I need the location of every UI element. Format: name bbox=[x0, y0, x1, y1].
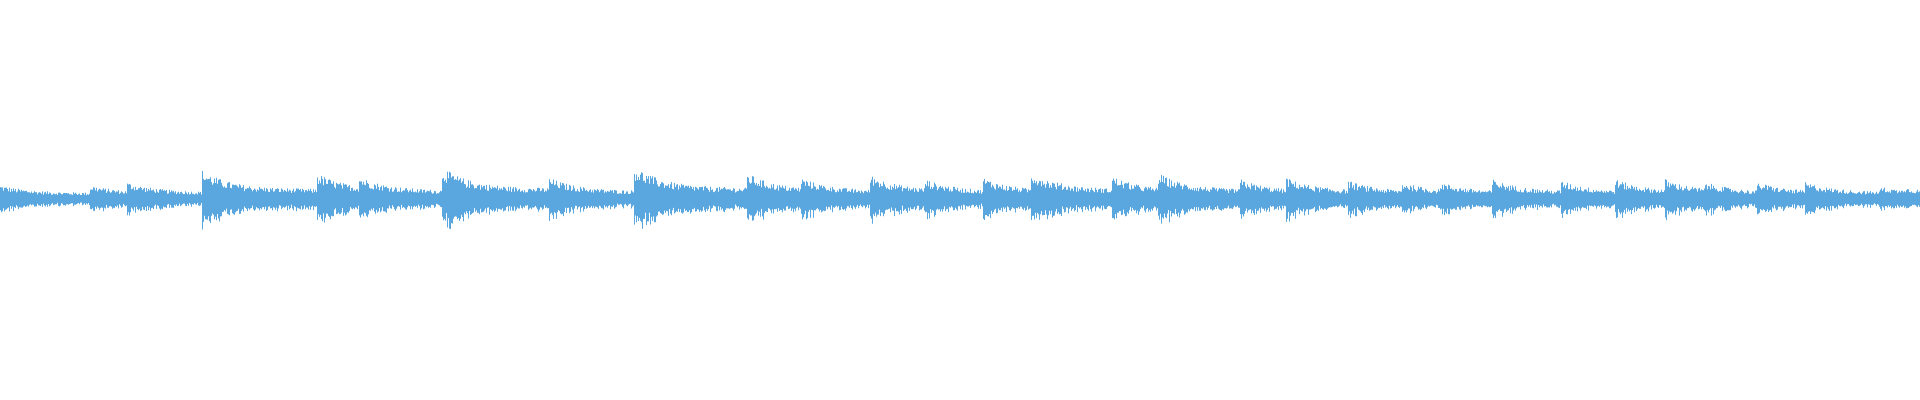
waveform-amplitude-path bbox=[0, 170, 1920, 230]
waveform-core-band bbox=[0, 196, 1920, 202]
